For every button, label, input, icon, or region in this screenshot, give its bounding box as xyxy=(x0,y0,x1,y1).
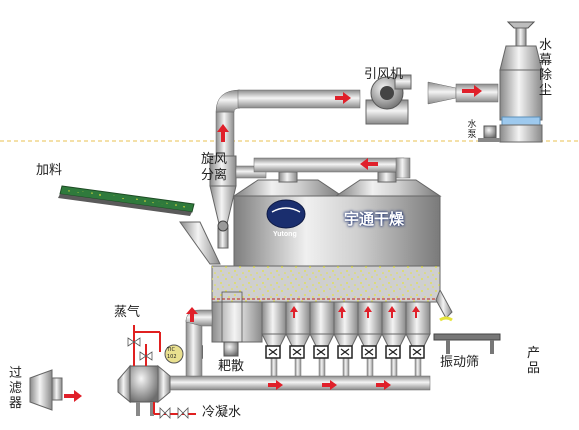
label-steam: 蒸气 xyxy=(114,305,141,320)
feed-conveyor xyxy=(58,185,195,216)
air-header-pipe xyxy=(159,309,431,391)
exhaust-duct xyxy=(215,89,361,161)
steam-valves xyxy=(127,337,189,419)
steam-piping xyxy=(133,325,196,415)
label-spreader: 耙散 xyxy=(218,359,245,374)
label-cyclone: 旋风分离 xyxy=(200,152,227,183)
label-water-curtain: 水幕除尘 xyxy=(538,38,552,98)
vibrating-screen xyxy=(433,316,501,354)
feed-chute xyxy=(179,221,221,265)
label-water-pump: 水泵 xyxy=(467,120,477,140)
label-tic-number: 102 xyxy=(167,354,177,360)
label-vibrating-screen: 振动筛 xyxy=(440,355,480,370)
label-feed: 加料 xyxy=(36,163,63,178)
induced-fan xyxy=(365,74,412,125)
temperature-controller xyxy=(164,344,184,364)
dryer-body xyxy=(211,157,453,319)
label-brand: 宇通干燥 xyxy=(344,210,405,228)
label-product: 产品 xyxy=(526,346,540,376)
label-condensate: 冷凝水 xyxy=(202,405,242,420)
label-filter: 过滤器 xyxy=(8,366,22,411)
yutong-logo xyxy=(266,199,306,229)
label-tic: TIC xyxy=(167,347,176,353)
air-filter xyxy=(29,369,63,411)
label-logo-en: Yutong xyxy=(273,231,297,238)
water-curtain-scrubber xyxy=(478,21,543,143)
label-induced-fan: 引风机 xyxy=(364,67,404,82)
air-hoppers xyxy=(211,301,431,379)
valve-marks xyxy=(190,348,422,356)
flow-arrows xyxy=(64,85,482,402)
heat-exchanger xyxy=(117,364,171,416)
spreader-motor xyxy=(221,291,243,357)
hopper-valves xyxy=(187,345,425,359)
